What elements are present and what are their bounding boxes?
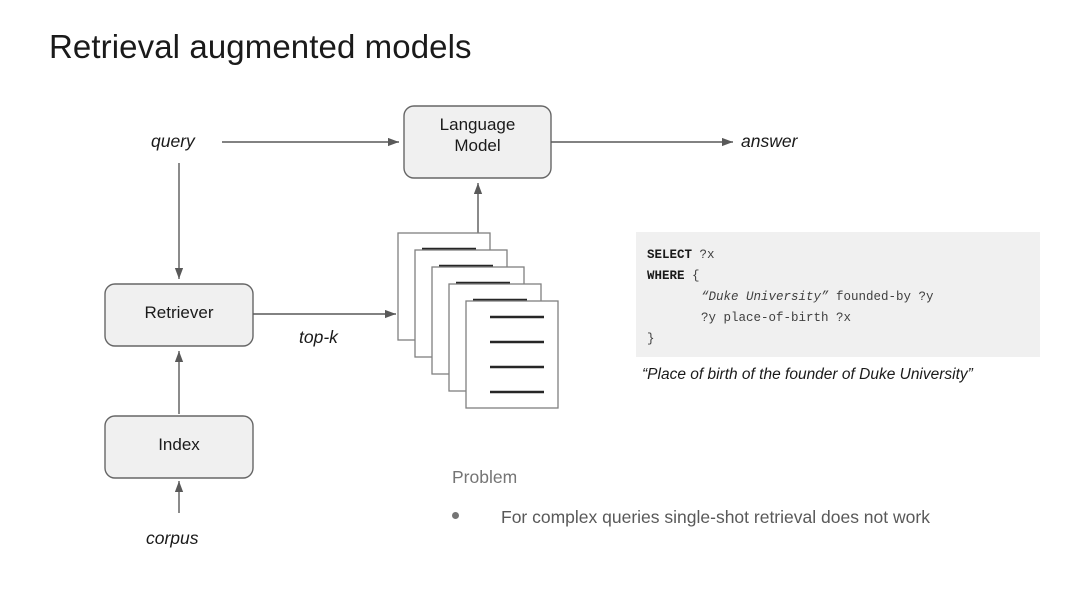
document-stack [397,232,559,409]
sparql-code-block: SELECT ?x WHERE { “Duke University” foun… [636,232,1040,357]
problem-bullet-text: For complex queries single-shot retrieva… [501,507,930,527]
node-language-model [403,105,552,179]
sparql-line-1-rest: ?x [692,248,715,262]
sparql-line-2: WHERE { [647,266,1040,287]
edge-label-topk: top-k [299,327,338,347]
sparql-literal-duke-university: “Duke University” [701,290,829,304]
sparql-line-4-text: ?y place-of-birth ?x [701,311,852,325]
problem-bullet-item: For complex queries single-shot retrieva… [452,507,930,528]
document-page-1 [465,300,559,409]
sparql-line-1: SELECT ?x [647,245,1040,266]
sparql-line-3: “Duke University” founded-by ?y [647,287,1040,308]
node-index [104,415,254,479]
sparql-line-5: } [647,329,1040,350]
bullet-dot-icon [452,512,459,519]
sparql-line-2-rest: { [684,269,700,283]
sparql-caption: “Place of birth of the founder of Duke U… [642,366,973,383]
sparql-line-4: ?y place-of-birth ?x [647,308,1040,329]
sparql-keyword-select: SELECT [647,248,693,262]
edge-label-query: query [151,131,195,151]
sparql-keyword-where: WHERE [647,269,685,283]
sparql-line-3-rest: founded-by ?y [828,290,934,304]
page-title: Retrieval augmented models [49,28,472,65]
node-retriever [104,283,254,347]
sparql-line-5-text: } [647,332,655,346]
edge-label-answer: answer [741,131,798,151]
edge-label-corpus: corpus [146,528,199,548]
problem-heading: Problem [452,467,518,487]
